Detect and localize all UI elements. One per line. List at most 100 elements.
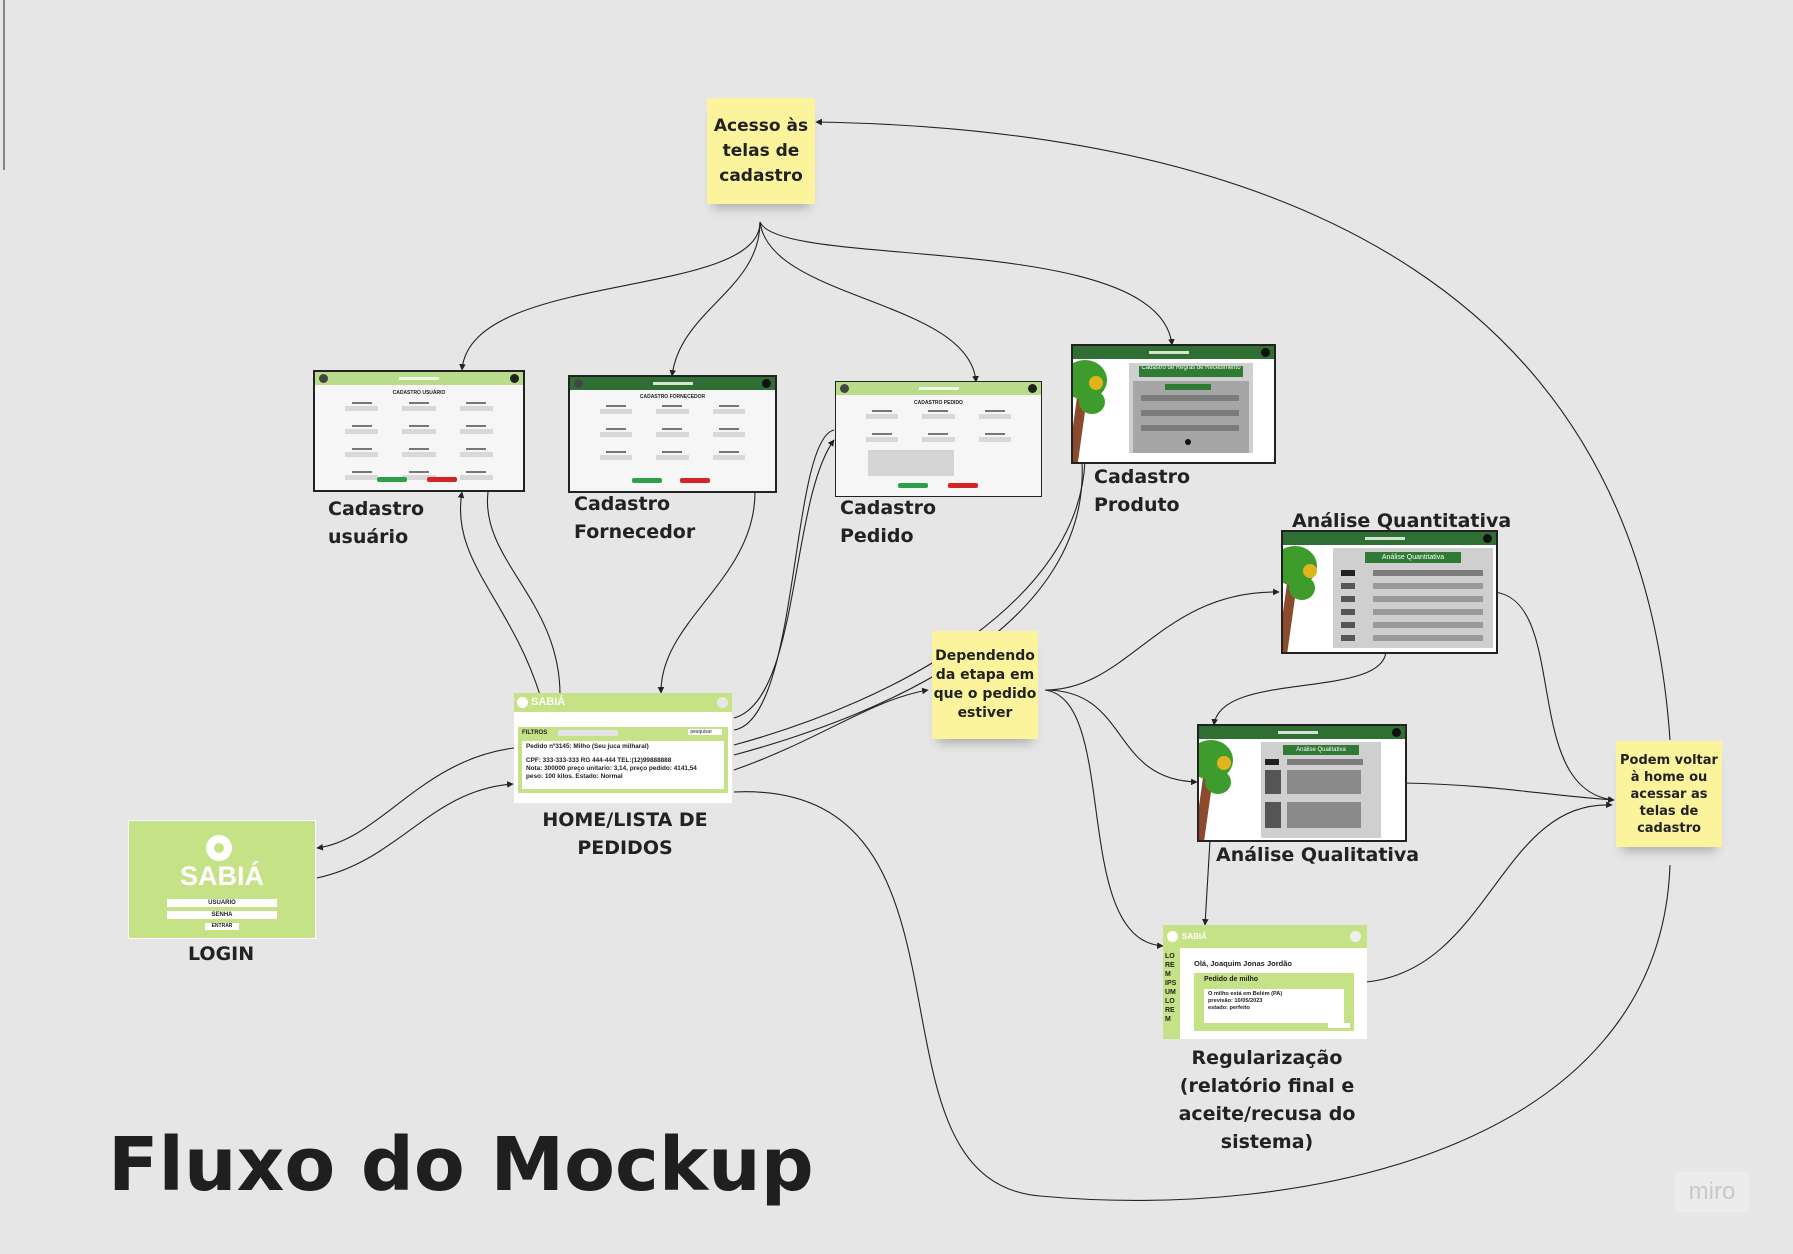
cadastro-produto-frame[interactable]: Cadastro de Regras de Recebimento — [1071, 344, 1276, 464]
form-field[interactable] — [656, 405, 689, 416]
quant-row — [1373, 583, 1483, 589]
order-card-title: Pedido de milho — [1204, 976, 1259, 983]
cadastro-pedido-frame[interactable]: CADASTRO PEDIDO — [835, 381, 1042, 497]
regularizacao-frame[interactable]: SABIÁ LO RE M IPS UM LO RE M Olá, Joaqui… — [1163, 925, 1367, 1039]
label-regularizacao: Regularização (relatório final e aceite/… — [1178, 1047, 1356, 1153]
avatar-icon — [1028, 384, 1037, 393]
avatar-icon — [1483, 534, 1492, 543]
avatar-icon — [762, 379, 771, 388]
label-cadastro-produto: Cadastro Produto — [1094, 466, 1191, 516]
connector — [1402, 782, 1615, 803]
order-card[interactable]: Pedido nº3145: Milho (Seu juca milharal)… — [522, 741, 724, 789]
analise-quantitativa-frame[interactable]: Análise Quantitativa — [1281, 530, 1498, 654]
username-field[interactable]: USUARIO — [167, 899, 277, 907]
row-label — [1341, 609, 1355, 615]
avatar-icon[interactable] — [717, 697, 728, 708]
form-title: CADASTRO USUÁRIO — [392, 390, 446, 396]
connector — [1044, 689, 1198, 786]
form-field[interactable] — [345, 402, 379, 413]
observation-textarea[interactable] — [868, 450, 954, 476]
sticky-acesso[interactable]: Acesso às telas de cadastro — [707, 98, 815, 204]
form-field[interactable] — [345, 425, 379, 436]
form-field[interactable] — [978, 410, 1011, 421]
breadcrumb-bar — [399, 377, 439, 380]
connector — [669, 221, 761, 377]
confirm-button[interactable] — [377, 477, 407, 482]
row-label — [1341, 570, 1355, 576]
analise-qualitativa-frame[interactable]: Análise Qualitativa — [1197, 724, 1407, 842]
cancel-button[interactable] — [427, 477, 457, 482]
rule-toggle[interactable] — [1141, 410, 1239, 416]
panel-title: Cadastro de Regras de Recebimento — [1139, 366, 1243, 377]
coin-icon — [1217, 756, 1231, 770]
home-lista-frame[interactable]: SABIÁ FILTROS pesquisar Pedido nº3145: M… — [514, 693, 732, 803]
order-location: O milho está em Belém (PA) — [1208, 991, 1283, 997]
label-login: LOGIN — [188, 943, 255, 965]
form-field[interactable] — [600, 428, 633, 439]
form-field[interactable] — [402, 425, 436, 436]
row-label — [1341, 596, 1355, 602]
form-field[interactable] — [459, 471, 493, 482]
sticky-podem-voltar[interactable]: Podem voltar à home ou acessar as telas … — [1616, 741, 1722, 847]
panel-title: Análise Qualitativa — [1283, 745, 1359, 755]
confirm-button[interactable] — [1328, 1023, 1350, 1028]
form-field[interactable] — [866, 433, 899, 444]
add-icon[interactable] — [1185, 439, 1191, 445]
label-cadastro-usuario: Cadastro usuário — [328, 498, 425, 548]
password-field[interactable]: SENHA — [167, 911, 277, 919]
form-field[interactable] — [600, 451, 633, 462]
order-card[interactable]: Pedido de milho O milho está em Belém (P… — [1194, 973, 1354, 1031]
filter-input[interactable] — [558, 730, 618, 736]
rule-toggle[interactable] — [1141, 425, 1239, 431]
logo-icon — [206, 835, 232, 861]
cancel-button[interactable] — [948, 483, 978, 488]
filters-panel: FILTROS pesquisar Pedido nº3145: Milho (… — [518, 727, 728, 793]
confirm-button[interactable] — [632, 478, 662, 483]
form-field[interactable] — [712, 428, 745, 439]
login-frame[interactable]: SABIÁ USUARIO SENHA ENTRAR — [128, 820, 316, 939]
frame-header — [1199, 726, 1405, 739]
form-field[interactable] — [402, 402, 436, 413]
form-field[interactable] — [402, 448, 436, 459]
form-field[interactable] — [345, 471, 379, 482]
cadastro-usuario-frame[interactable]: CADASTRO USUÁRIO — [313, 370, 525, 492]
breadcrumb-bar — [1277, 731, 1318, 734]
connector — [657, 491, 756, 694]
form-field[interactable] — [459, 448, 493, 459]
form-field[interactable] — [656, 428, 689, 439]
connector — [815, 118, 1671, 741]
form-field[interactable] — [600, 405, 633, 416]
search-button[interactable]: pesquisar — [688, 729, 722, 735]
label-analise-qualitativa: Análise Qualitativa — [1216, 844, 1420, 866]
row-label — [1341, 583, 1355, 589]
image-slot — [1265, 770, 1281, 794]
form-field[interactable] — [459, 402, 493, 413]
form-field[interactable] — [866, 410, 899, 421]
form-field[interactable] — [712, 405, 745, 416]
form-field[interactable] — [978, 433, 1011, 444]
row-label — [1341, 635, 1355, 641]
form-field[interactable] — [345, 448, 379, 459]
order-price: Nota: 300000 preço unitario: 3,14, preço… — [526, 765, 697, 772]
coin-icon — [1089, 376, 1103, 390]
form-field[interactable] — [922, 433, 955, 444]
side-menu: LO RE M IPS UM LO RE M — [1163, 948, 1180, 1039]
form-field[interactable] — [402, 471, 436, 482]
frame-header — [1283, 532, 1496, 545]
sticky-dependendo[interactable]: Dependendo da etapa em que o pedido esti… — [932, 631, 1038, 739]
form-field[interactable] — [922, 410, 955, 421]
cancel-button[interactable] — [680, 478, 710, 483]
avatar-icon[interactable] — [1350, 931, 1361, 942]
form-field[interactable] — [656, 451, 689, 462]
connector — [1365, 801, 1613, 983]
brand-text: SABIÁ — [531, 696, 566, 708]
form-fields — [600, 405, 745, 462]
confirm-button[interactable] — [898, 483, 928, 488]
enter-button[interactable]: ENTRAR — [205, 923, 239, 930]
form-field[interactable] — [712, 451, 745, 462]
rule-toggle[interactable] — [1141, 395, 1239, 401]
cadastro-fornecedor-frame[interactable]: CADASTRO FORNECEDOR — [568, 375, 777, 493]
brand-text: SABIÁ — [179, 861, 264, 891]
frame-header — [570, 377, 775, 390]
form-field[interactable] — [459, 425, 493, 436]
